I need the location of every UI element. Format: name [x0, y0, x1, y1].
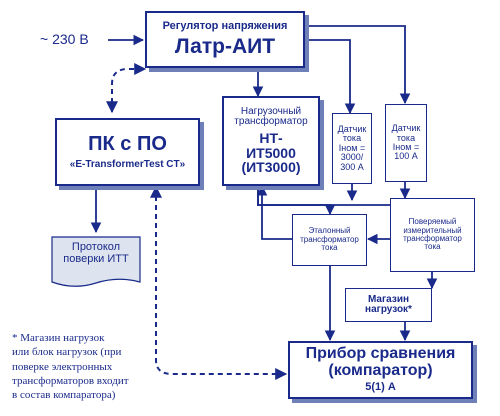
sensor1-line1: Датчик [337, 123, 367, 134]
pc-software: «E-TransformerTest CT» [69, 158, 186, 170]
ref-line1: Эталонный [308, 226, 351, 236]
sensor2-line2: тока [396, 132, 416, 143]
ht-line3: НТ- [259, 129, 283, 146]
input-voltage-label: ~ 230 В [40, 31, 89, 47]
ht-line4: ИТ5000 [246, 144, 296, 161]
tested-line2: измерительный [403, 225, 462, 235]
reference-transformer-box: Эталонный трансформатор тока [292, 214, 367, 266]
comparator-line2: (компаратор) [328, 362, 433, 380]
ref-line3: тока [321, 243, 338, 253]
sensor1-line2: тока [342, 133, 362, 144]
protocol-label: Протокол поверки ИТТ [52, 241, 140, 265]
sensor2-line1: Датчик [391, 123, 421, 134]
dashed-pc-regulator [106, 63, 147, 114]
tested-line4: тока [424, 242, 441, 252]
ht-line1: Нагрузочный [240, 105, 302, 117]
comparator-box: Прибор сравнения (компаратор) 5(1) А [288, 341, 473, 399]
ht-line5: (ИТ3000) [241, 159, 301, 176]
load-store-box: Магазин нагрузок* [345, 288, 432, 322]
ref-line2: трансформатор [300, 234, 359, 244]
footnote-line1: * Магазин нагрузок [12, 332, 105, 344]
sensor1-line5: 300 А [340, 161, 364, 172]
footnote-line3: поверке электронных [12, 360, 113, 373]
footnote-line2: или блок нагрузок (при [12, 346, 122, 359]
protocol-line1: Протокол [71, 241, 121, 253]
store-line1: Магазин [367, 293, 410, 305]
store-line2: нагрузок* [365, 304, 412, 315]
footnote: * Магазин нагрузок или блок нагрузок (пр… [12, 331, 162, 402]
tested-line3: трансформатор [403, 234, 462, 243]
protocol-document [51, 236, 141, 287]
regulator-title: Латр-АИТ [174, 34, 276, 58]
dashed-pc-comparator [150, 185, 288, 380]
tested-line1: Поверяемый [408, 217, 457, 227]
footnote-line5: в состав компаратора) [12, 389, 116, 402]
current-sensor-1-box: Датчик тока Iном = 3000/ 300 А [332, 113, 372, 184]
protocol-line2: поверки ИТТ [63, 252, 129, 265]
sensor1-line3: Iном = [338, 142, 366, 153]
regulator-box: Регулятор напряжения Латр-АИТ [145, 11, 305, 68]
tested-transformer-box: Поверяемый измерительный трансформатор т… [390, 198, 475, 272]
wire-ht-to-reference [257, 186, 336, 216]
comparator-line3: 5(1) А [365, 381, 396, 394]
sensor1-line4: 3000/ [340, 152, 364, 163]
pc-title: ПК с ПО [88, 132, 167, 155]
comparator-line1: Прибор сравнения [305, 345, 456, 363]
ht-line2: трансформатор [234, 116, 308, 128]
wire-reg-to-sensor1 [305, 39, 356, 115]
load-transformer-box: Нагрузочный трансформатор НТ- ИТ5000 (ИТ… [222, 96, 320, 186]
regulator-subtitle: Регулятор напряжения [162, 20, 288, 33]
footnote-line4: трансформаторов входит [12, 374, 129, 387]
pc-box: ПК с ПО «E-TransformerTest CT» [55, 118, 200, 186]
wire-reg-to-sensor2 [305, 25, 411, 105]
current-sensor-2-box: Датчик тока Iном = 100 А [385, 104, 427, 182]
sensor2-line3: Iном = [392, 142, 420, 152]
wire-reference-to-ht [256, 184, 292, 240]
sensor2-line4: 100 А [394, 151, 418, 162]
